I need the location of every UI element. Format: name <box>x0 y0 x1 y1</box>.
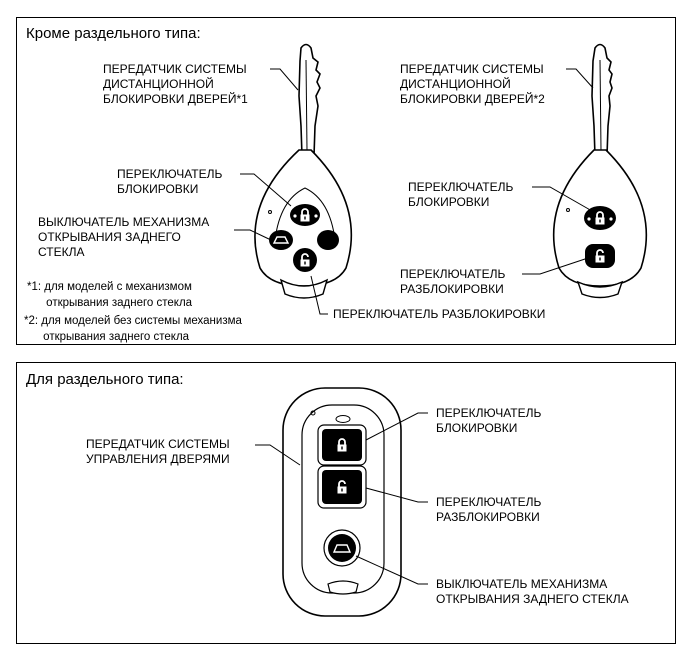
right-unlock-button[interactable] <box>585 244 615 268</box>
smart-unlock-switch-label: ПЕРЕКЛЮЧАТЕЛЬ РАЗБЛОКИРОВКИ <box>436 495 542 524</box>
panel-non-separate-type <box>16 17 676 345</box>
left-unlock-switch-label: ПЕРЕКЛЮЧАТЕЛЬ РАЗБЛОКИРОВКИ <box>333 307 546 321</box>
section-title-non-separate: Кроме раздельного типа: <box>26 25 201 42</box>
right-lock-button[interactable] <box>584 206 616 230</box>
left-trunk-switch-label: ВЫКЛЮЧАТЕЛЬ МЕХАНИЗМА ОТКРЫВАНИЯ ЗАДНЕГО… <box>38 215 210 259</box>
smart-lock-switch-label: ПЕРЕКЛЮЧАТЕЛЬ БЛОКИРОВКИ <box>436 406 542 435</box>
left-key-blade <box>298 43 321 157</box>
right-lock-switch-label: ПЕРЕКЛЮЧАТЕЛЬ БЛОКИРОВКИ <box>408 180 514 209</box>
section-title-separate: Для раздельного типа: <box>26 371 184 388</box>
left-extra-button[interactable] <box>317 230 339 250</box>
left-trunk-button[interactable] <box>269 230 293 250</box>
smart-trunk-switch-label: ВЫКЛЮЧАТЕЛЬ МЕХАНИЗМА ОТКРЫВАНИЯ ЗАДНЕГО… <box>436 577 629 606</box>
smart-lock-button[interactable] <box>317 424 367 466</box>
footnote-1: *1: для моделей с механизмом открывания … <box>27 281 193 309</box>
right-key-blade <box>591 43 613 157</box>
smart-trunk-button[interactable] <box>323 529 361 567</box>
left-lock-button[interactable] <box>290 204 320 226</box>
footnote-2: *2: для моделей без системы механизма от… <box>24 315 242 343</box>
left-unlock-button[interactable] <box>293 248 317 272</box>
right-unlock-switch-label: ПЕРЕКЛЮЧАТЕЛЬ РАЗБЛОКИРОВКИ <box>400 267 506 296</box>
left-lock-switch-label: ПЕРЕКЛЮЧАТЕЛЬ БЛОКИРОВКИ <box>117 167 223 196</box>
right-transmitter-label: ПЕРЕДАТЧИК СИСТЕМЫ ДИСТАНЦИОННОЙ БЛОКИРО… <box>400 62 545 106</box>
left-transmitter-label: ПЕРЕДАТЧИК СИСТЕМЫ ДИСТАНЦИОННОЙ БЛОКИРО… <box>103 62 248 106</box>
smart-transmitter-label: ПЕРЕДАТЧИК СИСТЕМЫ УПРАВЛЕНИЯ ДВЕРЯМИ <box>86 437 230 466</box>
leader-lines <box>234 68 594 585</box>
smart-unlock-button[interactable] <box>317 465 367 509</box>
